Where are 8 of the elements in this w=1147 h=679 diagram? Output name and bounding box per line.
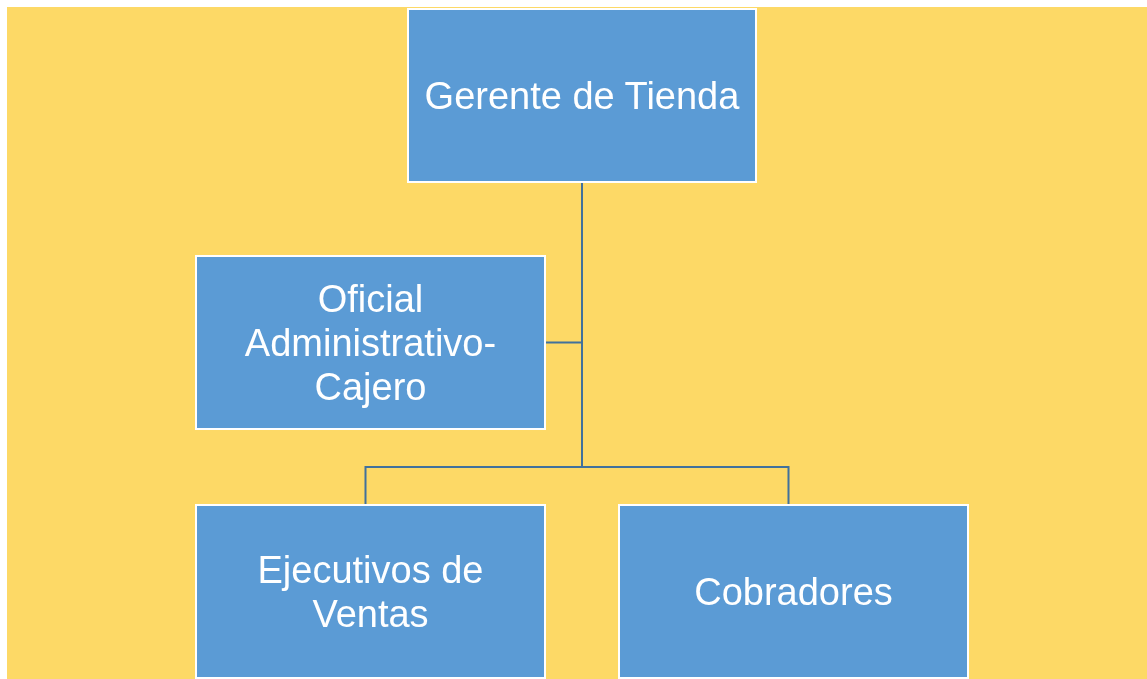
position-box [195, 504, 546, 679]
position-title: Ejecutivos de Ventas [256, 547, 485, 636]
position-title: Cobradores [694, 569, 893, 614]
position-box [195, 255, 546, 430]
position-title: Gerente de Tienda [424, 73, 740, 118]
position-box [618, 504, 969, 679]
position-title: Oficial Administrativo-Cajero [243, 276, 498, 409]
position-box [407, 8, 757, 183]
